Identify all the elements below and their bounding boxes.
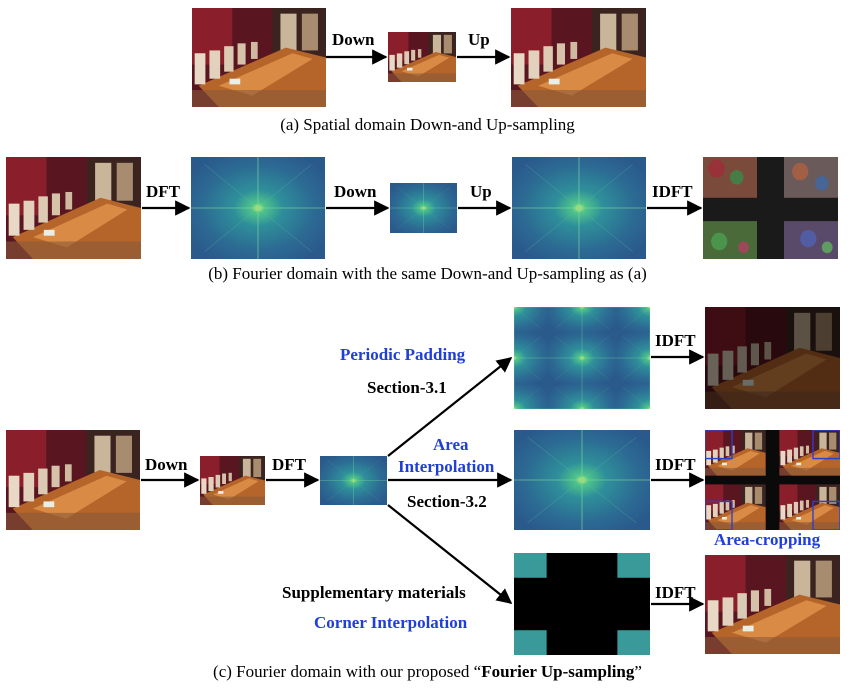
row-c-caption: (c) Fourier domain with our proposed “Fo… — [0, 662, 855, 682]
row-a-label-down: Down — [332, 30, 375, 49]
row-c-label-down: Down — [145, 455, 188, 474]
row-b-label-dft: DFT — [146, 182, 180, 201]
idft-label-periodic: IDFT — [655, 331, 696, 350]
idft-label-area: IDFT — [655, 455, 696, 474]
row-a-caption: (a) Spatial domain Down-and Up-sampling — [280, 115, 575, 134]
row-a-label-up: Up — [468, 30, 490, 49]
arrow-c-branch-periodic — [387, 357, 513, 457]
arrow-c-branch-corner — [387, 504, 513, 604]
row-c-caption-bold: Fourier Up-sampling — [481, 662, 635, 681]
idft-label-corner: IDFT — [655, 583, 696, 602]
section-3-2-label: Section-3.2 — [407, 492, 487, 511]
section-3-1-label: Section-3.1 — [367, 378, 447, 397]
area-cropping-label: Area-cropping — [714, 530, 821, 549]
supplementary-materials-label: Supplementary materials — [282, 583, 466, 602]
interpolation-label-line2: Interpolation — [398, 457, 495, 476]
periodic-padding-label: Periodic Padding — [340, 345, 466, 364]
corner-interpolation-label: Corner Interpolation — [314, 613, 468, 632]
row-c-caption-prefix: (c) Fourier domain with our proposed “ — [213, 662, 482, 681]
row-b-label-up: Up — [470, 182, 492, 201]
row-b-label-idft: IDFT — [652, 182, 693, 201]
row-b-caption: (b) Fourier domain with the same Down-an… — [208, 264, 647, 283]
row-c-caption-suffix: ” — [634, 662, 642, 681]
row-c-label-dft: DFT — [272, 455, 306, 474]
area-label-line1: Area — [433, 435, 469, 454]
row-b-label-down: Down — [334, 182, 377, 201]
